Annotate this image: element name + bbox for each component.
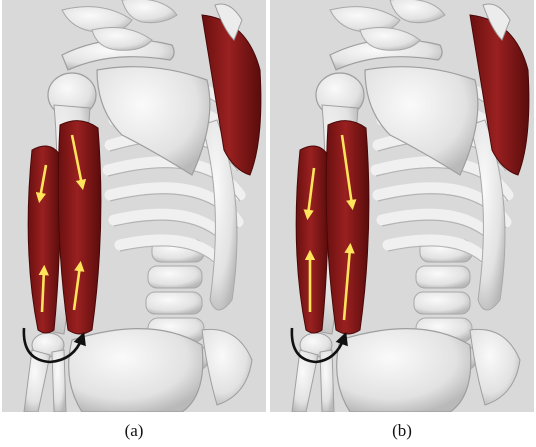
arm-muscle-right-head	[58, 121, 101, 334]
caption-b: (b)	[372, 421, 432, 441]
panel-b	[270, 0, 534, 412]
panel-b-illustration	[270, 0, 534, 412]
caption-a: (a)	[104, 421, 164, 441]
panel-a-illustration	[2, 0, 266, 412]
arm-muscle-right-head	[326, 121, 369, 334]
panel-a	[2, 0, 266, 412]
